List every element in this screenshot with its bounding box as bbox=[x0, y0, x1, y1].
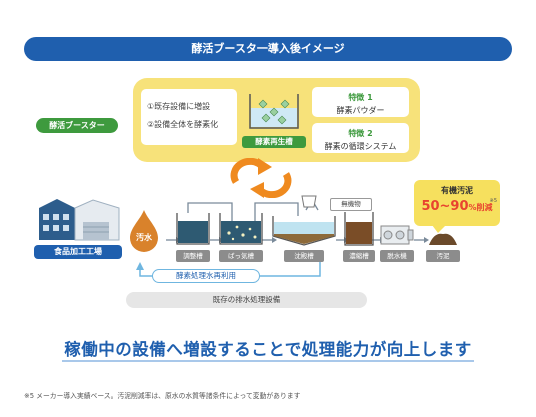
process-label-5: 脱水機 bbox=[380, 250, 414, 262]
process-label-2: ばっ気槽 bbox=[219, 250, 263, 262]
dehydrator-icon bbox=[380, 225, 414, 245]
inorganic-label: 無機物 bbox=[330, 198, 372, 211]
adjust-tank-icon bbox=[176, 213, 210, 245]
regen-tank-icon bbox=[249, 94, 299, 129]
benefits-box: ①既存設備に増設 ②設備全体を酵素化 bbox=[141, 89, 237, 145]
callout-pointer bbox=[432, 225, 446, 233]
feature-1-desc: 酵素パウダー bbox=[336, 106, 385, 115]
sewage-drop-icon bbox=[130, 210, 158, 252]
feature-2-box: 特徴 2 酵素の循環システム bbox=[312, 123, 409, 153]
sludge-reduction-callout: 有機汚泥 50~90%削減 ※5 bbox=[414, 180, 500, 226]
existing-equipment-label: 既存の排水処理設備 bbox=[126, 292, 367, 308]
benefit-2: ②設備全体を酵素化 bbox=[147, 120, 219, 129]
booster-label: 酵活ブースター bbox=[36, 118, 118, 133]
factory-icon bbox=[39, 199, 120, 241]
inorganic-bin-icon bbox=[301, 195, 317, 208]
thickening-tank-icon bbox=[344, 212, 374, 246]
callout-value: 50~90%削減 bbox=[421, 199, 493, 214]
process-label-6: 汚泥 bbox=[426, 250, 460, 262]
callout-note: ※5 bbox=[489, 198, 497, 204]
regen-tank-label: 酵素再生槽 bbox=[242, 136, 306, 148]
headline: 稼働中の設備へ増設することで処理能力が向上します bbox=[64, 340, 472, 359]
feature-2-desc: 酵素の循環システム bbox=[324, 142, 397, 151]
process-label-4: 濃縮槽 bbox=[343, 250, 375, 262]
benefit-1: ①既存設備に増設 bbox=[147, 102, 211, 111]
sewage-label: 汚水 bbox=[136, 233, 152, 242]
footnote: ※5 メーカー導入実績ベース。汚泥削減率は、原水の水質等諸条件によって変動があり… bbox=[24, 392, 301, 400]
process-label-3: 沈殿槽 bbox=[284, 250, 324, 262]
sludge-pile-icon bbox=[429, 233, 457, 245]
callout-title: 有機汚泥 bbox=[441, 186, 473, 195]
cycle-arrows-icon bbox=[230, 158, 292, 198]
feature-2-title: 特徴 2 bbox=[348, 129, 373, 138]
feature-1-box: 特徴 1 酵素パウダー bbox=[312, 87, 409, 117]
feature-1-title: 特徴 1 bbox=[348, 93, 373, 102]
settling-tank-icon bbox=[272, 216, 336, 246]
headline-underline bbox=[62, 360, 474, 362]
title-banner: 酵活ブースタ一導入後イメージ bbox=[24, 37, 512, 61]
factory-label: 食品加工工場 bbox=[34, 245, 122, 259]
aeration-tank-icon bbox=[219, 213, 263, 245]
reuse-label: 酵素処理水再利用 bbox=[152, 269, 260, 283]
process-label-1: 調整槽 bbox=[176, 250, 210, 262]
